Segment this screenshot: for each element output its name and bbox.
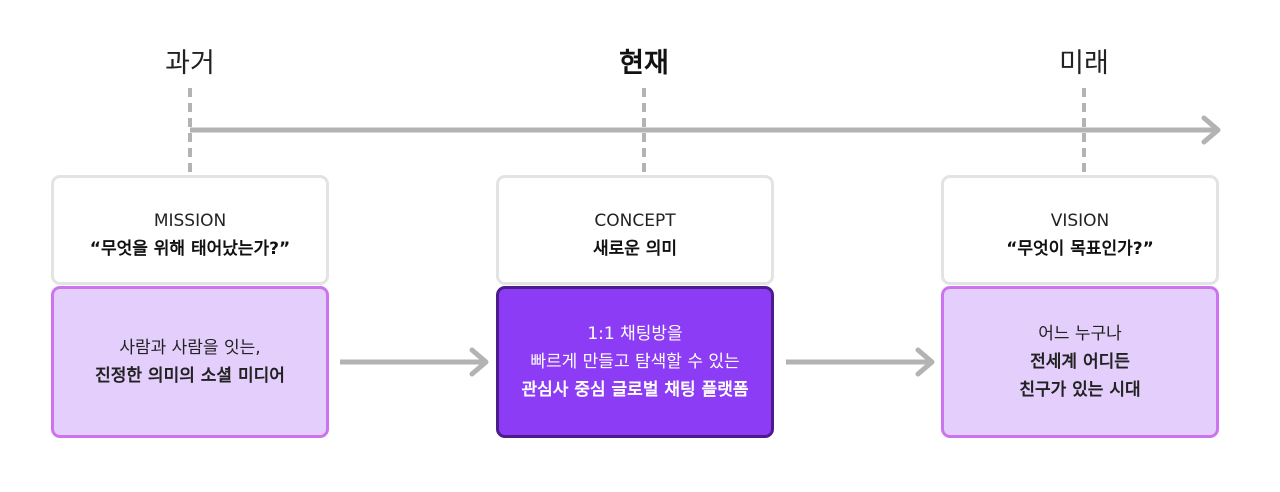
vision-header-card: VISION “무엇이 목표인가?”	[941, 175, 1219, 285]
connector-arrow-2-head	[915, 347, 935, 377]
connector-arrow-1-head	[469, 347, 489, 377]
vision-question: “무엇이 목표인가?”	[1006, 239, 1154, 259]
past-label: 과거	[165, 48, 215, 79]
vision-line-1: 어느 누구나	[1038, 324, 1122, 344]
mission-bold-line-1: 진정한 의미의 소셜 미디어	[95, 366, 285, 386]
vision-bold-line-2: 친구가 있는 시대	[1019, 380, 1141, 400]
concept-body-card: 1:1 채팅방을 빠르게 만들고 탐색할 수 있는 관심사 중심 글로벌 채팅 …	[496, 286, 774, 438]
concept-bold-line-1: 관심사 중심 글로벌 채팅 플랫폼	[521, 380, 749, 400]
mission-keyword: MISSION	[153, 211, 227, 231]
concept-keyword: CONCEPT	[594, 211, 676, 231]
future-label: 미래	[1059, 48, 1109, 79]
mission-question: “무엇을 위해 태어났는가?”	[89, 239, 291, 259]
concept-subtitle: 새로운 의미	[592, 239, 678, 259]
concept-line-2: 빠르게 만들고 탐색할 수 있는	[530, 352, 740, 372]
present-label: 현재	[619, 48, 669, 79]
mission-line-1: 사람과 사람을 잇는,	[119, 338, 261, 358]
vision-keyword: VISION	[1050, 211, 1110, 231]
vision-bold-line-1: 전세계 어디든	[1030, 352, 1130, 372]
mission-header-card: MISSION “무엇을 위해 태어났는가?”	[51, 175, 329, 285]
concept-header-card: CONCEPT 새로운 의미	[496, 175, 774, 285]
concept-line-1: 1:1 채팅방을	[587, 324, 683, 344]
timeline-arrow-head	[1201, 115, 1221, 145]
vision-body-card: 어느 누구나 전세계 어디든 친구가 있는 시대	[941, 286, 1219, 438]
mission-body-card: 사람과 사람을 잇는, 진정한 의미의 소셜 미디어	[51, 286, 329, 438]
